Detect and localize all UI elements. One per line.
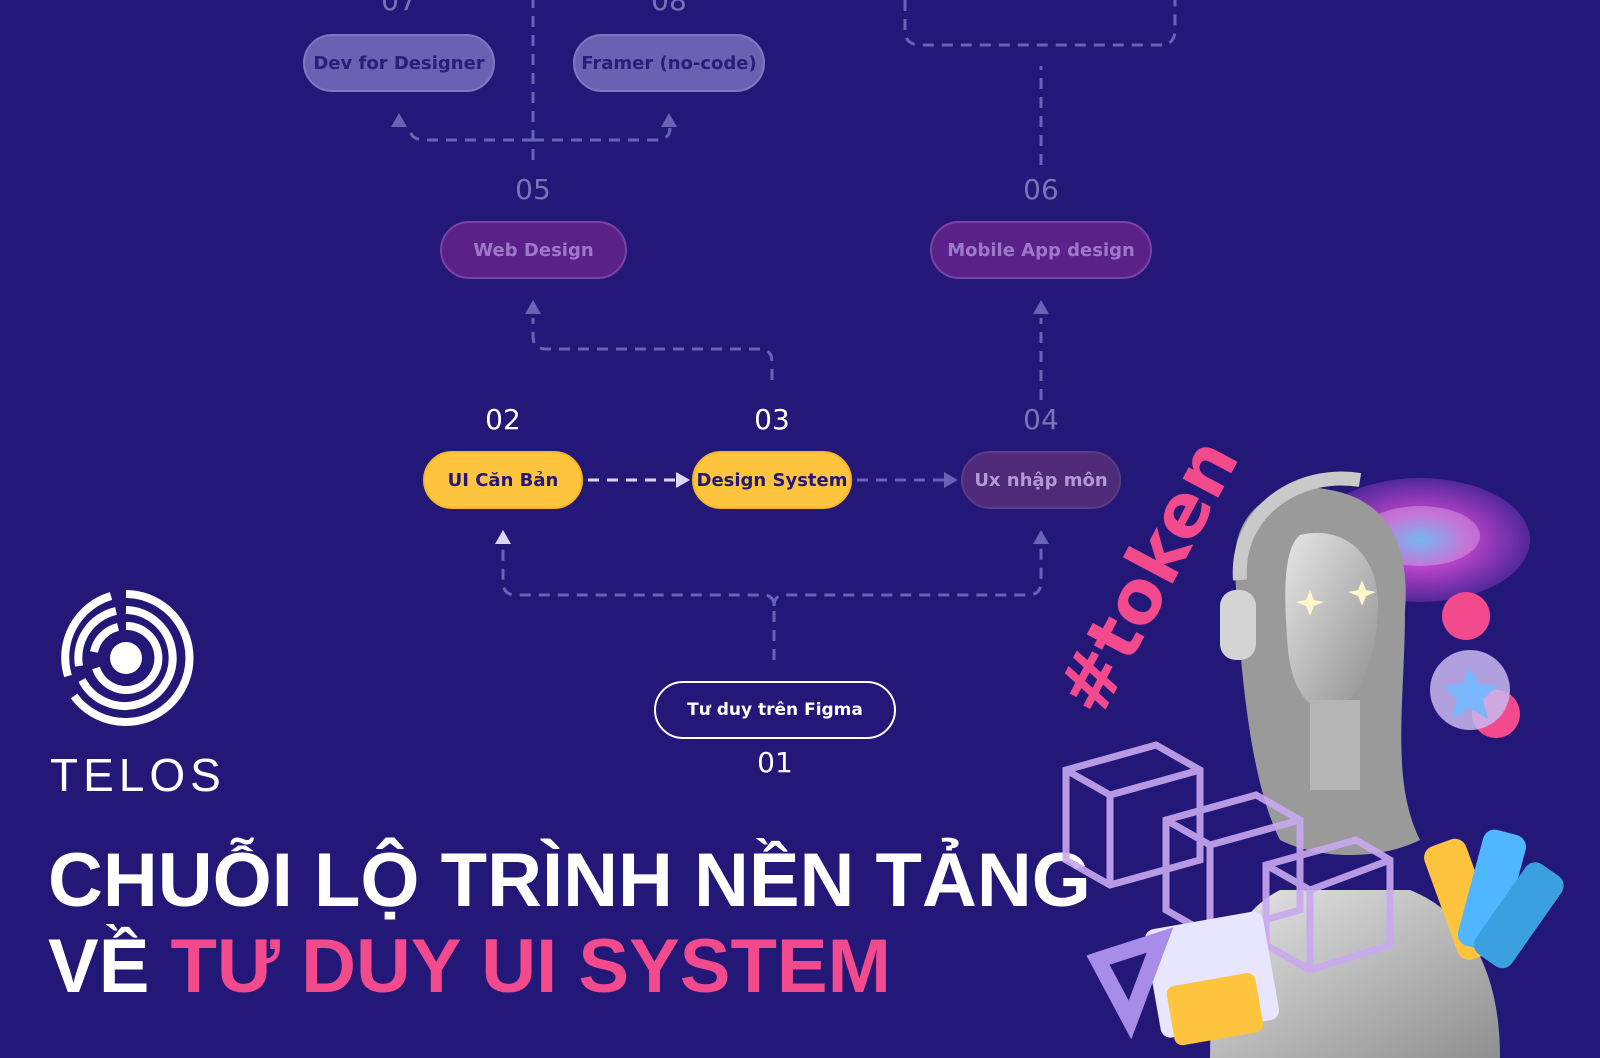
token-sticker-text: #token [1060,440,1256,728]
node-design-system[interactable]: Design System [692,451,852,509]
brand-name: TELOS [50,749,226,801]
telos-maze-logo-icon [61,590,194,726]
statue-collage-illustration: #token [1060,440,1564,1058]
node-number-01: 01 [757,746,793,779]
node-number-06: 06 [1023,173,1059,206]
headline-line-2-prefix: VỀ [48,924,171,1009]
node-mobile-app-design[interactable]: Mobile App design [930,221,1152,279]
node-number-03: 03 [754,403,790,436]
headline-line-2-highlight: TƯ DUY UI SYSTEM [170,924,891,1009]
node-dev-for-designer[interactable]: Dev for Designer [303,34,495,92]
node-number-04: 04 [1023,403,1059,436]
node-ux-nhap-mon[interactable]: Ux nhập môn [961,451,1121,509]
node-number-02: 02 [485,403,521,436]
headline-line-1: CHUỖI LỘ TRÌNH NỀN TẢNG [48,838,1091,923]
node-tu-duy-tren-figma[interactable]: Tư duy trên Figma [654,681,896,739]
node-web-design[interactable]: Web Design [440,221,627,279]
node-number-07: 07 [381,0,417,17]
node-ui-can-ban[interactable]: UI Căn Bản [423,451,583,509]
node-number-08: 08 [651,0,687,17]
node-number-05: 05 [515,173,551,206]
node-framer-no-code[interactable]: Framer (no-code) [573,34,765,92]
page-headline: CHUỖI LỘ TRÌNH NỀN TẢNG VỀ TƯ DUY UI SYS… [48,838,1091,1010]
